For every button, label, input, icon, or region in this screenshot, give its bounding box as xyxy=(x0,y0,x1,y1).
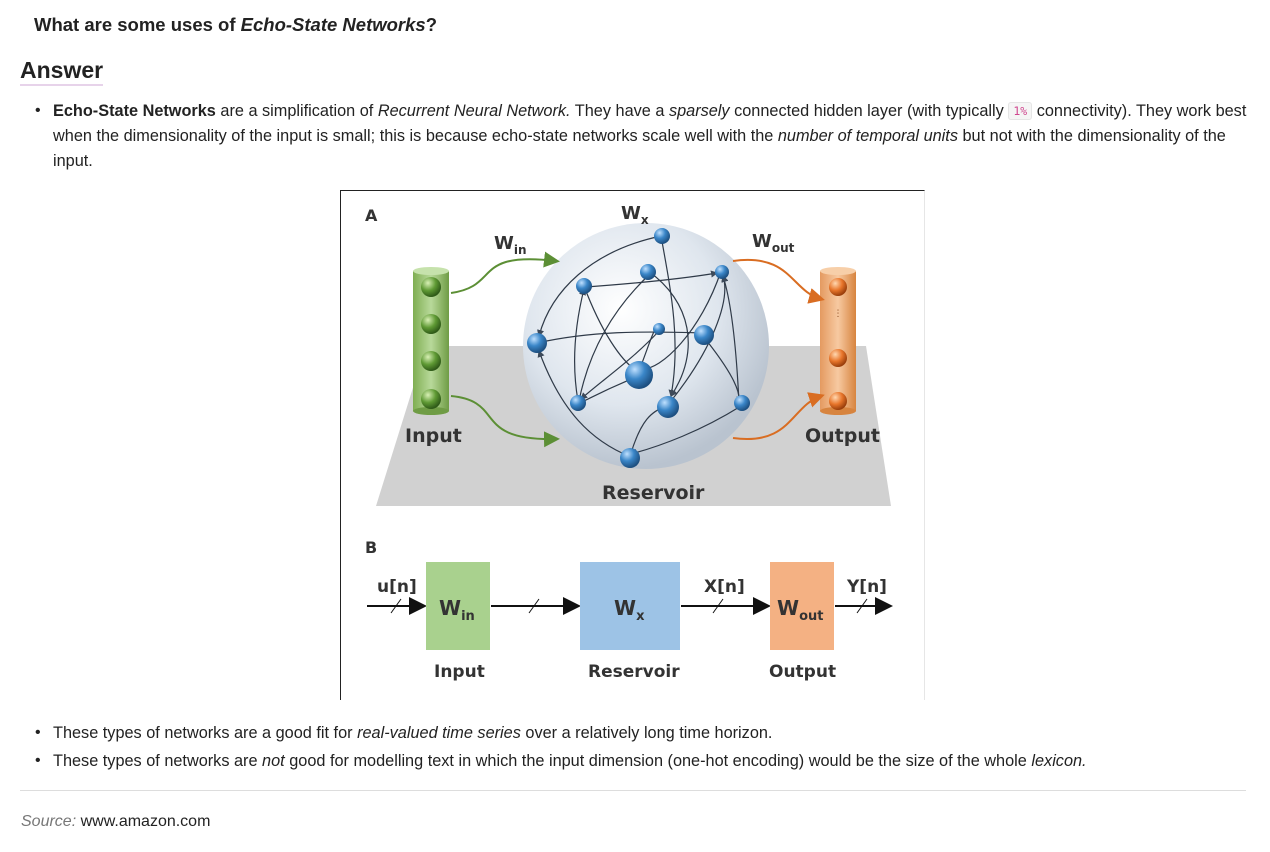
output-node xyxy=(829,278,847,296)
output-ellipsis: ⋮ xyxy=(834,309,843,319)
block-reservoir-caption: Reservoir xyxy=(588,662,680,682)
horizontal-divider xyxy=(20,790,1246,791)
w-out-label: Wout xyxy=(752,231,795,255)
output-layer-cylinder: ⋮ xyxy=(820,267,856,415)
input-node xyxy=(421,389,441,409)
input-weight-arrow xyxy=(450,251,560,294)
output-node xyxy=(829,349,847,367)
italic-term: number of temporal units xyxy=(777,127,958,146)
input-node xyxy=(421,351,441,371)
block-output-caption: Output xyxy=(769,662,836,682)
output-weight-arrow xyxy=(732,392,825,441)
text-span: connected hidden layer (with typically xyxy=(729,102,1009,120)
inline-code: 1% xyxy=(1008,102,1033,120)
question-prefix: What are some uses of xyxy=(34,14,241,35)
italic-term: real-valued time series xyxy=(357,724,521,742)
reservoir-node xyxy=(715,265,729,279)
block-w-out: Wout xyxy=(777,596,823,624)
text-span: but not with the dimensionality of the i… xyxy=(53,127,1226,170)
reservoir-node xyxy=(657,396,679,418)
question-emphasis: Echo-State Networks xyxy=(240,14,426,35)
output-layer-label: Output xyxy=(805,425,880,447)
panel-a-label: A xyxy=(365,206,378,225)
reservoir-node xyxy=(694,325,714,345)
reservoir-node xyxy=(570,395,586,411)
reservoir-node xyxy=(734,395,750,411)
text-span: connectivity). They work best when the d… xyxy=(53,102,1247,146)
text-span: over a relatively long time horizon. xyxy=(520,724,773,742)
source-line: Source: www.amazon.com xyxy=(21,813,210,831)
reservoir-sphere xyxy=(523,223,769,469)
reservoir-node xyxy=(576,278,592,294)
answer-heading: Answer xyxy=(20,57,104,86)
bullet-esn-definition: Echo-State Networks are a simplification… xyxy=(35,99,1251,173)
input-weight-arrow xyxy=(450,395,560,448)
input-layer-label: Input xyxy=(405,425,462,447)
reservoir-node xyxy=(653,323,665,335)
bus-slash-marks xyxy=(390,598,868,614)
text-span: These types of networks are xyxy=(53,752,263,770)
input-node xyxy=(421,277,441,297)
italic-term: Recurrent Neural Network. xyxy=(377,102,571,120)
answer-bullet-list: Echo-State Networks are a simplification… xyxy=(35,99,1251,173)
reservoir-node xyxy=(620,448,640,468)
panel-b-label: B xyxy=(365,538,377,557)
esn-diagram-figure: A ⋮ xyxy=(340,190,925,700)
reservoir-node xyxy=(625,361,653,389)
question-suffix: ? xyxy=(425,14,438,35)
reservoir-label: Reservoir xyxy=(602,482,705,504)
reservoir-node xyxy=(654,228,670,244)
input-node xyxy=(421,314,441,334)
input-block xyxy=(426,562,490,650)
italic-term: lexicon. xyxy=(1031,752,1087,770)
reservoir-node xyxy=(527,333,547,353)
output-block xyxy=(770,562,834,650)
bullet-not-good: These types of networks are not good for… xyxy=(35,747,1251,775)
block-input-caption: Input xyxy=(434,662,485,682)
input-layer-cylinder xyxy=(413,267,449,415)
source-label: Source: xyxy=(21,813,77,830)
text-span: good for modelling text in which the inp… xyxy=(284,752,1032,770)
reservoir-block xyxy=(580,562,680,650)
y-n-label: Y[n] xyxy=(846,577,887,597)
output-weight-arrow xyxy=(732,258,825,304)
italic-term: not xyxy=(262,752,285,770)
block-w-x: Wx xyxy=(614,596,645,624)
answer-bullet-list-2: These types of networks are a good fit f… xyxy=(35,719,1251,775)
u-n-label: u[n] xyxy=(377,577,417,597)
text-span: are a simplification of xyxy=(215,102,378,120)
question-heading: What are some uses of Echo-State Network… xyxy=(34,14,437,36)
w-in-label: Win xyxy=(494,233,527,257)
output-node xyxy=(829,392,847,410)
reservoir-node xyxy=(640,264,656,280)
bullet-good-fit: These types of networks are a good fit f… xyxy=(35,719,1251,747)
source-value: www.amazon.com xyxy=(76,813,211,830)
x-n-label: X[n] xyxy=(704,577,745,597)
text-span: These types of networks are a good fit f… xyxy=(53,724,358,742)
italic-term: sparsely xyxy=(668,102,730,120)
bold-term: Echo-State Networks xyxy=(53,102,216,120)
text-span: They have a xyxy=(570,102,669,120)
w-x-label: Wx xyxy=(621,203,649,227)
block-w-in: Win xyxy=(439,596,475,624)
esn-diagram-svg: A ⋮ xyxy=(365,203,893,682)
reservoir-nodes xyxy=(527,228,750,468)
